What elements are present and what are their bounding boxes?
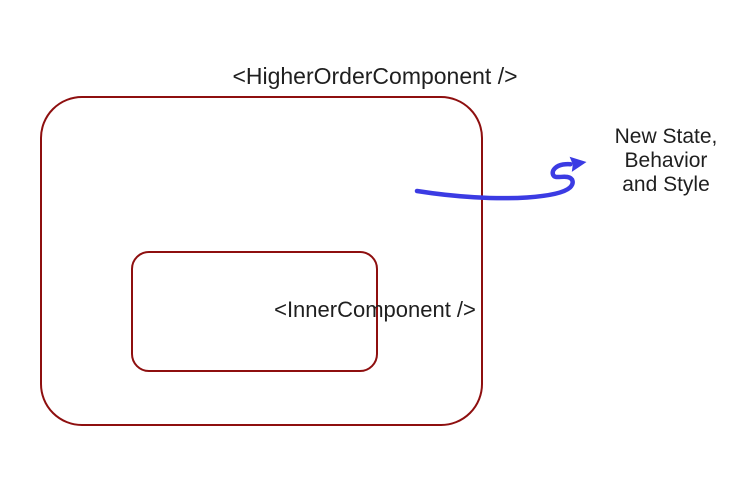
inner-component-label: <InnerComponent /> <box>274 297 476 322</box>
arrow-to-annotation <box>414 156 587 201</box>
higher-order-component-box <box>40 96 483 426</box>
inner-component-box <box>131 251 378 372</box>
annotation-line-1: New State, <box>614 125 718 148</box>
arrow-head-icon <box>569 156 587 172</box>
arrow-curve-line <box>414 161 575 201</box>
annotation-line-2: Behavior <box>624 149 708 172</box>
annotation-line-3: and Style <box>622 173 710 196</box>
higher-order-component-label: <HigherOrderComponent /> <box>232 63 518 89</box>
annotation-text: New State, Behavior and Style <box>595 125 737 197</box>
